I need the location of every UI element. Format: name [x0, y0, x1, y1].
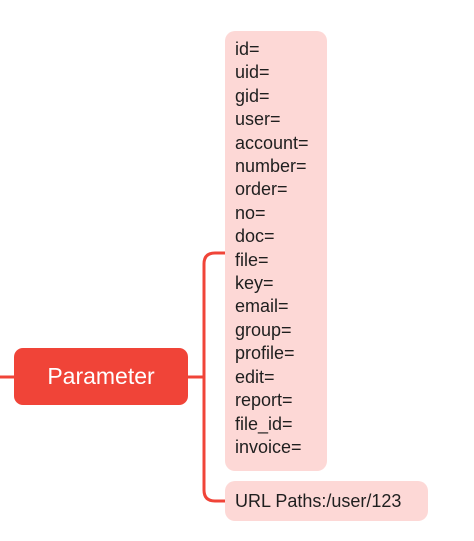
parameter-item-order: order=	[235, 179, 288, 200]
parameter-item-account: account=	[235, 132, 309, 153]
parameter-item-file: file=	[235, 249, 269, 270]
parameter-item-id: id=	[235, 39, 260, 59]
parameter-item-invoice: invoice=	[235, 436, 302, 457]
parameter-item-no: no=	[235, 202, 266, 223]
url-paths-label: URL Paths:	[235, 490, 327, 511]
parameter-item-file-id: file_id=	[235, 413, 293, 434]
parameter-item-email: email=	[235, 296, 289, 317]
parameter-item-uid: uid=	[235, 62, 270, 83]
parameter-root-node[interactable]: Parameter	[14, 348, 188, 405]
parameter-item-report: report=	[235, 390, 293, 411]
url-paths-value: /user/123	[326, 490, 402, 511]
parameter-item-doc: doc=	[235, 226, 275, 247]
url-paths-node[interactable]: URL Paths: /user/123	[225, 481, 428, 521]
parameter-item-key: key=	[235, 273, 274, 294]
parameter-list-node[interactable]: id= uid= gid= user= account= number= ord…	[225, 31, 327, 471]
parameter-root-label: Parameter	[47, 363, 155, 389]
parameter-item-user: user=	[235, 109, 281, 130]
parameter-item-number: number=	[235, 156, 307, 177]
parameter-item-group: group=	[235, 319, 292, 340]
url-paths-branch-connector	[202, 377, 225, 503]
parameter-item-edit: edit=	[235, 366, 275, 387]
parameter-item-profile: profile=	[235, 343, 295, 364]
parameters-branch-connector	[202, 251, 225, 377]
parameter-item-gid: gid=	[235, 85, 270, 106]
